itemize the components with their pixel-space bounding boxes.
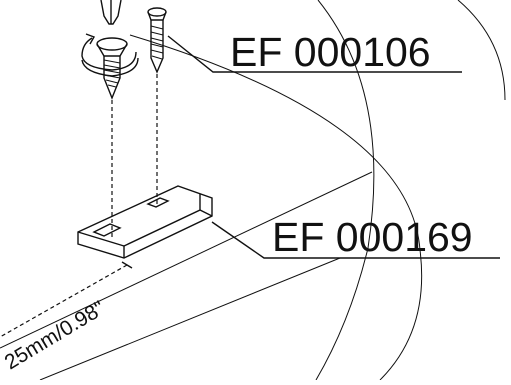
inner-arc (315, 0, 375, 381)
bracket-part-label: EF 000169 (272, 214, 473, 260)
dimension-line (0, 264, 128, 338)
leader-lines (167, 35, 500, 259)
dimension-tick (121, 261, 133, 269)
guide-line-lower (39, 257, 341, 381)
distance-label: 25mm/0.98" (1, 297, 109, 375)
leader-bracket (211, 221, 500, 259)
dimension-marker (0, 261, 133, 338)
alignment-lines (111, 74, 158, 238)
guide-lines (0, 171, 373, 381)
screw-icon (147, 7, 167, 74)
screwdriver-icon (100, 0, 122, 25)
magnifier-arcs (129, 0, 506, 381)
leader-screw (167, 35, 462, 73)
bracket-part (77, 185, 213, 259)
guide-line-upper (0, 171, 373, 349)
top-arc (457, 0, 506, 101)
screw-part-label: EF 000106 (230, 29, 431, 75)
outer-arc (129, 34, 423, 381)
rotation-arrow-icon (81, 33, 139, 77)
